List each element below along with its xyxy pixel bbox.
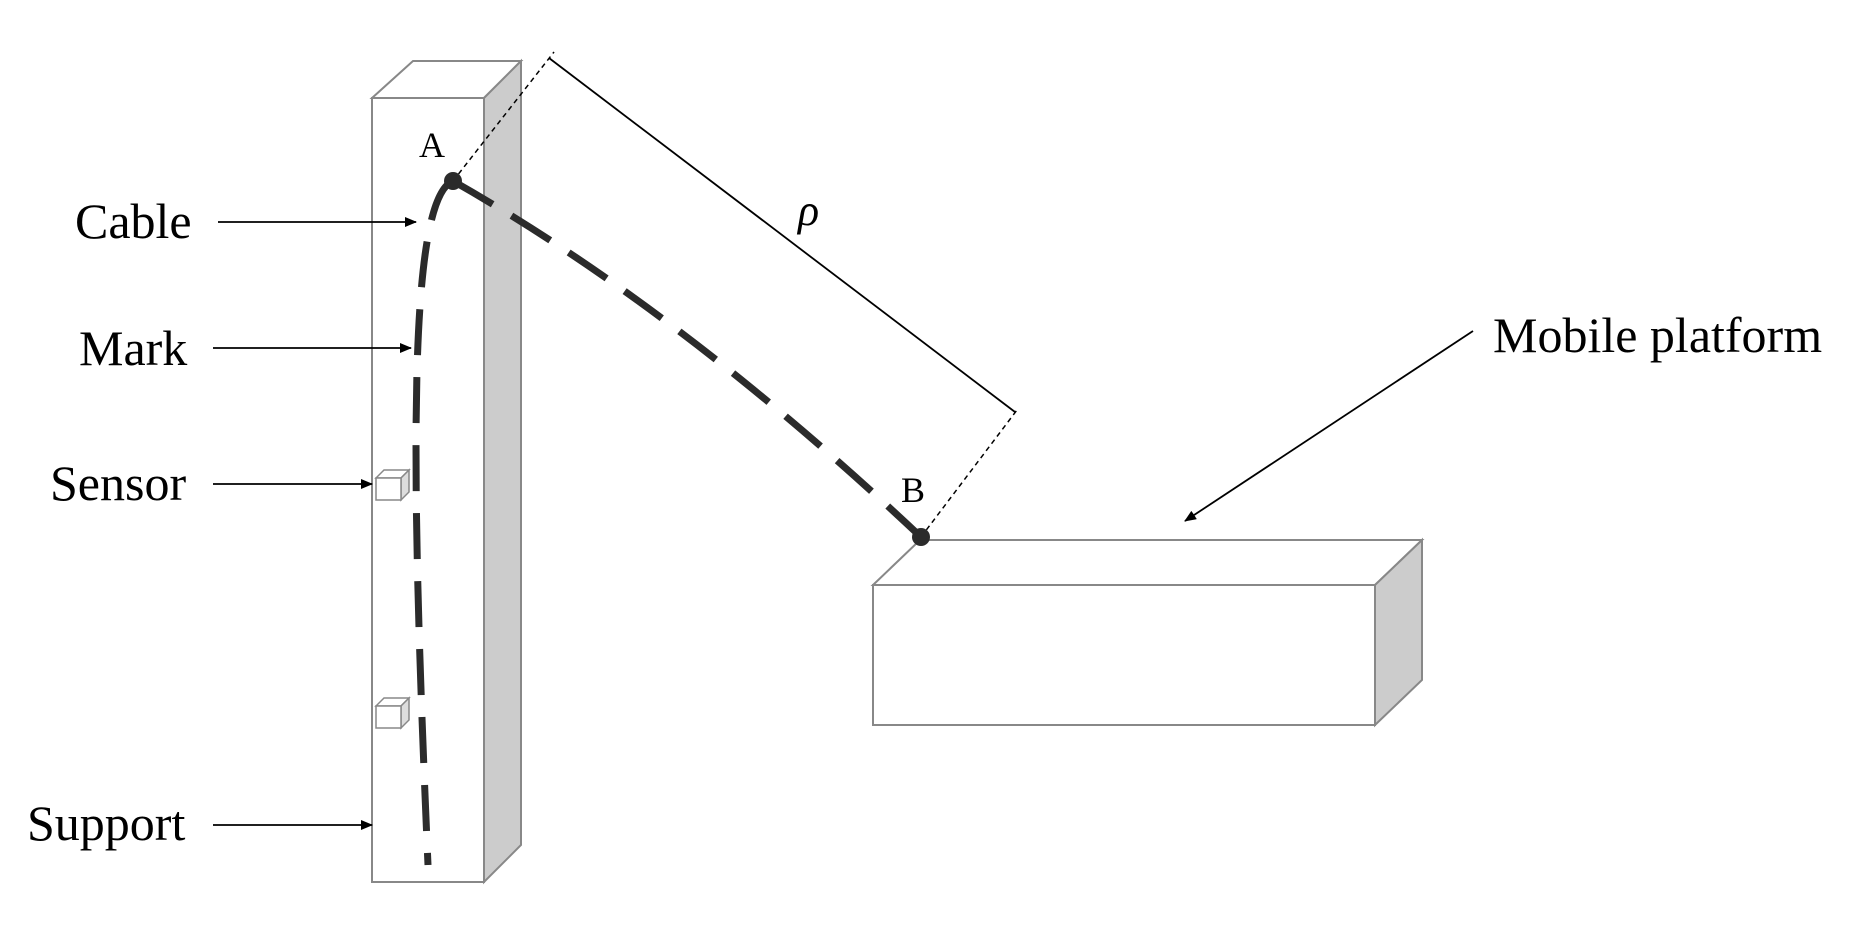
rho-extension-a [452,51,555,182]
support-side-face [483,58,522,885]
sensor-lower [374,696,411,730]
rho-dimension-line [548,57,1016,413]
sensor-label: Sensor [50,455,186,511]
cable-label: Cable [75,193,192,249]
rho-label: ρ [796,186,819,235]
point-a-marker [444,172,462,190]
rho-extension-b [920,409,1018,538]
mark-label: Mark [79,320,187,376]
platform-top-face [870,539,1425,586]
point-b-marker [912,528,930,546]
point-a-label: A [419,125,445,165]
mobile-platform-label: Mobile platform [1493,307,1822,363]
cable-along-support [412,177,455,866]
mobile-platform-arrow [1184,330,1474,522]
support-label: Support [27,795,185,851]
mobile-platform [870,537,1425,728]
point-b-label: B [901,470,925,510]
cable-span-a-b [451,177,924,540]
rho-dimension [452,51,1018,538]
callout-arrows [213,217,1474,830]
sensor-upper [374,468,411,502]
platform-front-face [872,584,1376,726]
cable [412,172,930,866]
